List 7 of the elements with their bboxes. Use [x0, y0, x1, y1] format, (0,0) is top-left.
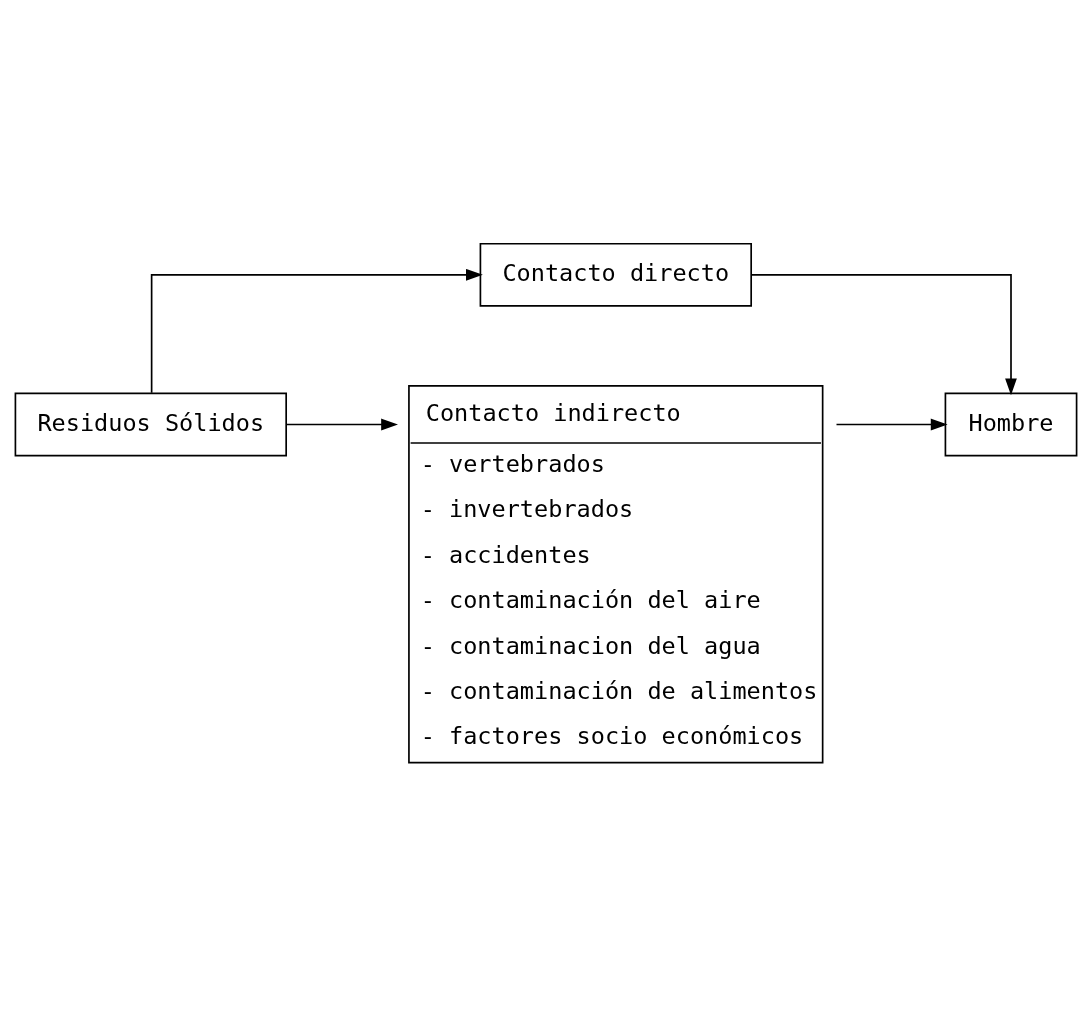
arrow: [150, 268, 483, 394]
arrow: [835, 418, 948, 431]
arrow: [750, 274, 1017, 396]
node-box: Residuos Sólidos: [14, 392, 287, 457]
node-box: Hombre: [944, 392, 1078, 457]
node-box: Contacto directo: [479, 242, 752, 307]
arrow: [285, 418, 398, 431]
